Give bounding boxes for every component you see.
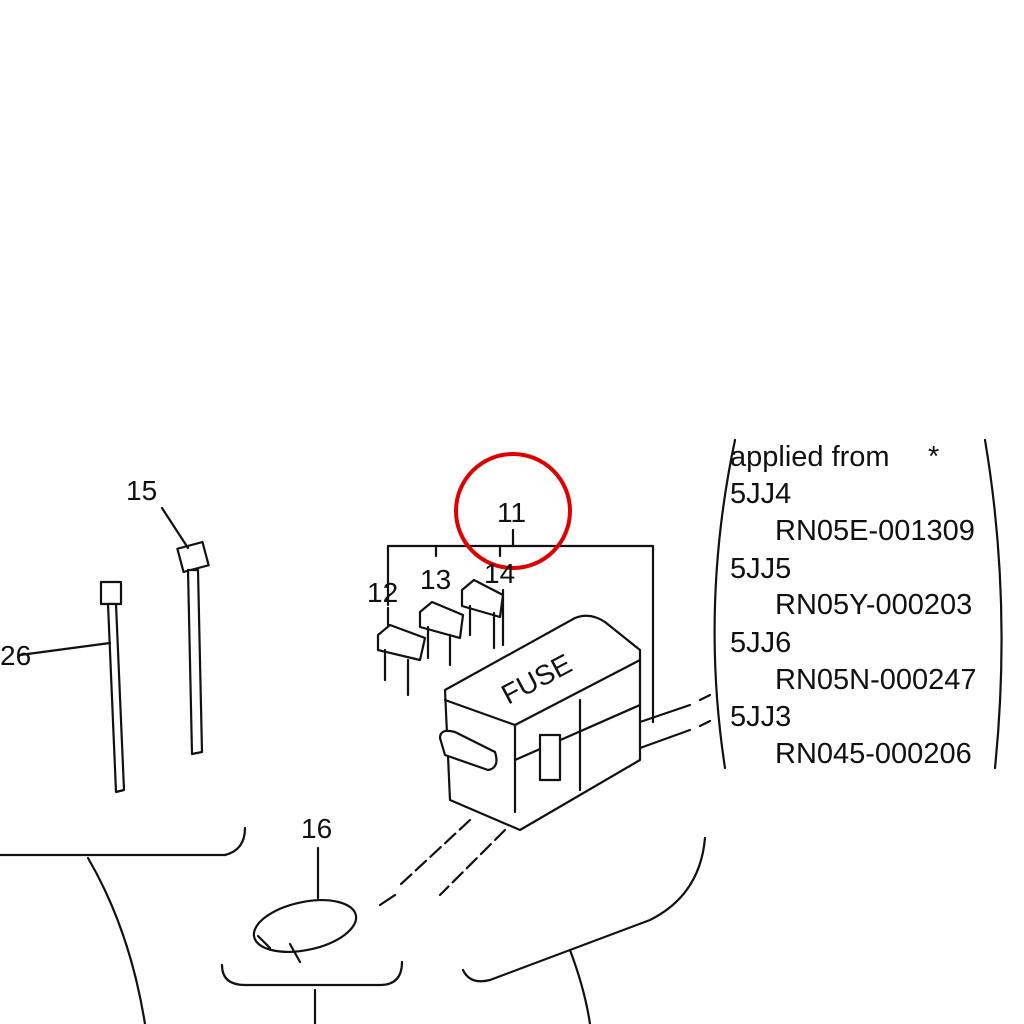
note-model: 5JJ6 bbox=[730, 627, 791, 659]
highlight-circle bbox=[454, 452, 572, 570]
note-model: 5JJ4 bbox=[730, 478, 791, 510]
note-header: applied from bbox=[730, 441, 890, 473]
body-outline bbox=[0, 826, 707, 1024]
note-serial: RN05N-000247 bbox=[775, 664, 977, 696]
cable-tie-15 bbox=[160, 506, 210, 756]
fuse-box: FUSE bbox=[378, 614, 712, 907]
callout-15[interactable]: 15 bbox=[126, 475, 157, 506]
fuse-14 bbox=[460, 578, 505, 650]
callout-14[interactable]: 14 bbox=[484, 558, 515, 589]
note-serial: RN045-000206 bbox=[775, 738, 972, 770]
wire-clip-16 bbox=[252, 846, 358, 964]
callout-26[interactable]: 26 bbox=[0, 640, 31, 671]
note-model: 5JJ5 bbox=[730, 553, 791, 585]
fuse-13 bbox=[418, 600, 465, 667]
callout-bracket-11 bbox=[386, 528, 655, 724]
cable-tie-26 bbox=[18, 580, 126, 794]
fuse-12 bbox=[376, 606, 427, 697]
callout-16[interactable]: 16 bbox=[301, 813, 332, 844]
note-serial: RN05Y-000203 bbox=[775, 589, 972, 621]
note-marker: * bbox=[928, 441, 939, 473]
note-model: 5JJ3 bbox=[730, 701, 791, 733]
callout-13[interactable]: 13 bbox=[420, 564, 451, 595]
applicability-note: applied from * 5JJ4 RN05E-001309 5JJ5 RN… bbox=[713, 438, 1003, 770]
note-serial: RN05E-001309 bbox=[775, 515, 975, 547]
callout-12[interactable]: 12 bbox=[367, 577, 398, 608]
callout-11[interactable]: 11 bbox=[497, 497, 526, 528]
